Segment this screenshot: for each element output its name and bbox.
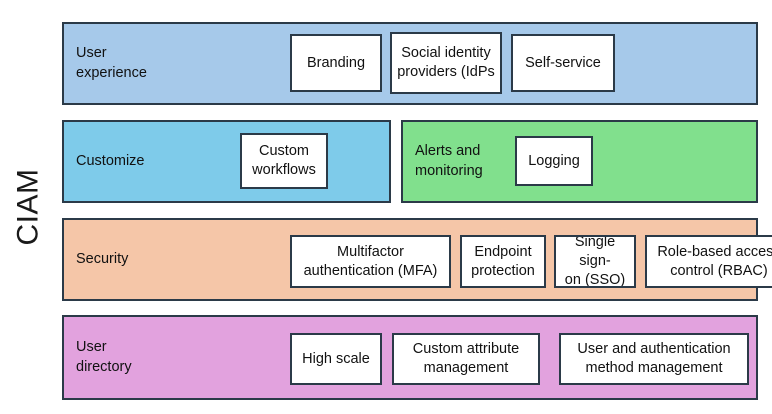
chip-endpoint-protection[interactable]: Endpoint protection xyxy=(460,235,546,288)
chip-role-based-access-control[interactable]: Role-based access control (RBAC) xyxy=(645,235,772,288)
chip-branding[interactable]: Branding xyxy=(290,34,382,92)
chip-custom-attribute-management[interactable]: Custom attribute management xyxy=(392,333,540,385)
ciam-axis-label-text: CIAM xyxy=(11,168,44,246)
chip-custom-workflows[interactable]: Custom workflows xyxy=(240,133,328,189)
chip-single-sign-on[interactable]: Single sign- on (SSO) xyxy=(554,235,636,288)
band-customize: Customize Custom workflows xyxy=(62,120,391,203)
chip-high-scale[interactable]: High scale xyxy=(290,333,382,385)
band-title-user-directory: User directory xyxy=(76,338,132,375)
band-user-directory: User directory High scale Custom attribu… xyxy=(62,315,758,400)
chip-group-alerts-and-monitoring: Logging xyxy=(515,122,756,201)
chip-multifactor-authentication[interactable]: Multifactor authentication (MFA) xyxy=(290,235,451,288)
ciam-axis-label: CIAM xyxy=(0,0,56,414)
chip-social-identity-providers[interactable]: Social identity providers (IdPs xyxy=(390,32,502,94)
chip-group-customize: Custom workflows xyxy=(176,122,389,201)
chip-group-user-directory: High scale Custom attribute management U… xyxy=(176,317,756,398)
band-security: Security Multifactor authentication (MFA… xyxy=(62,218,772,301)
chip-group-security: Multifactor authentication (MFA) Endpoin… xyxy=(176,220,772,299)
chip-group-user-experience: Branding Social identity providers (IdPs… xyxy=(176,24,756,103)
chip-self-service[interactable]: Self-service xyxy=(511,34,615,92)
band-title-customize: Customize xyxy=(76,152,145,169)
band-title-security: Security xyxy=(76,250,129,267)
band-title-user-experience: User experience xyxy=(76,44,147,81)
chip-user-and-authentication-method-management[interactable]: User and authentication method managemen… xyxy=(559,333,749,385)
band-title-alerts-and-monitoring: Alerts and monitoring xyxy=(415,142,483,179)
band-alerts-and-monitoring: Alerts and monitoring Logging xyxy=(401,120,758,203)
chip-logging[interactable]: Logging xyxy=(515,136,593,186)
band-user-experience: User experience Branding Social identity… xyxy=(62,22,758,105)
